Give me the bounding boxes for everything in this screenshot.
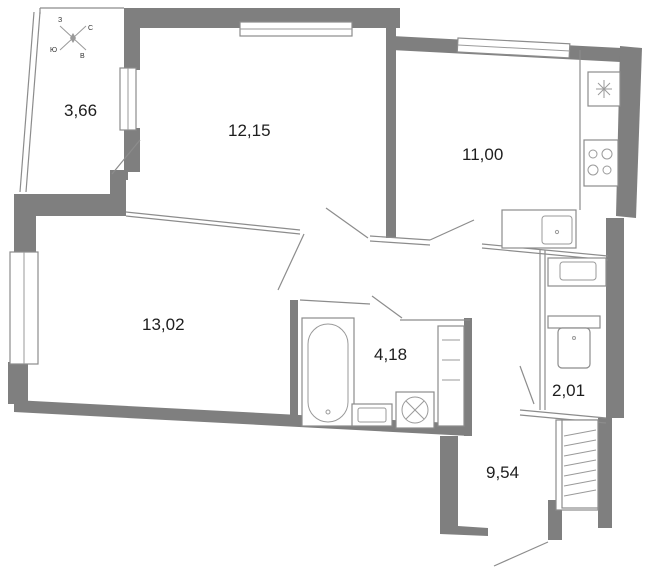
- doors: [111, 139, 549, 567]
- area-bedroom: 12,15: [228, 121, 271, 140]
- area-toilet: 2,01: [552, 381, 585, 400]
- balcony-outline: [19, 7, 124, 193]
- area-balcony: 3,66: [64, 101, 97, 120]
- area-hallway: 9,54: [486, 463, 519, 482]
- fridge-star-icon: [596, 80, 612, 98]
- compass-south: Ю: [50, 47, 57, 54]
- compass-north: С: [88, 25, 93, 32]
- kitchen-sink-icon: [541, 215, 573, 245]
- area-living-room: 13,02: [142, 315, 185, 334]
- windows: [9, 21, 599, 511]
- stove-icon: [587, 148, 613, 176]
- area-kitchen: 11,00: [462, 145, 503, 164]
- interior-partitions: [125, 50, 609, 424]
- exterior-walls: [8, 8, 642, 540]
- toilet-fixtures: [547, 257, 607, 369]
- compass-west: З: [58, 17, 62, 24]
- hallway-wardrobe: [561, 419, 599, 509]
- compass-east: В: [80, 53, 85, 60]
- bathroom-fixtures: [301, 317, 465, 429]
- compass-icon: С З Ю В: [50, 17, 93, 60]
- area-bathroom: 4,18: [374, 345, 407, 364]
- kitchen-fixtures: [501, 71, 621, 249]
- room-labels: 3,66 12,15 11,00 13,02 4,18 2,01 9,54: [64, 101, 585, 482]
